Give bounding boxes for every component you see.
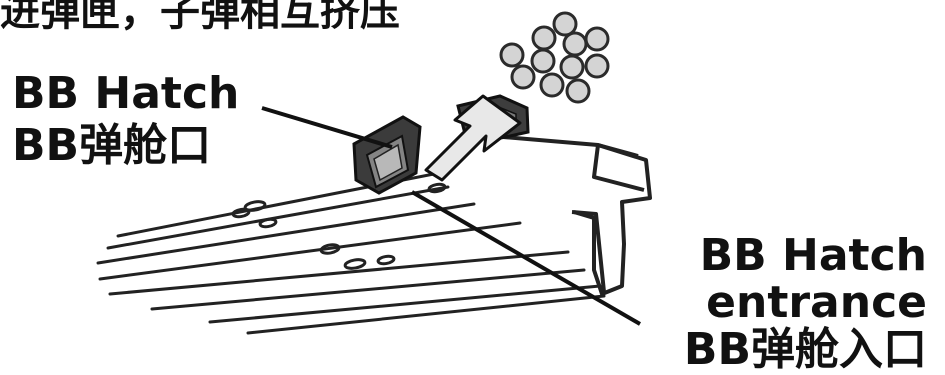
bb-icon: [565, 78, 591, 104]
bb-icon: [562, 31, 588, 57]
bb-icon: [499, 42, 525, 68]
bb-hatch-label-line1: BB Hatch: [12, 68, 240, 119]
bb-icon: [530, 48, 556, 74]
hatch-leader-line: [261, 106, 393, 149]
magazine-rails: [96, 170, 606, 335]
bb-cluster: [499, 11, 610, 104]
bb-hatch-entrance-label-line1: BB Hatch: [699, 230, 927, 281]
magazine-front-frame: [479, 133, 652, 296]
insert-arrow-icon: [424, 94, 522, 182]
entrance-leader-line: [410, 190, 642, 326]
bb-icon: [539, 72, 565, 98]
bb-icon: [552, 11, 578, 37]
bb-hatch-label-line2: BB弹舱口: [12, 120, 212, 171]
bb-icon: [559, 54, 585, 80]
bb-icon: [510, 64, 536, 90]
bb-icon: [584, 53, 610, 79]
bb-hatch-block: [352, 115, 422, 195]
bb-icon: [531, 25, 557, 51]
top-caption: 进弹匣，子弹相互挤压: [0, 0, 400, 35]
leader-lines: [261, 106, 642, 326]
bb-hatch-label: BB Hatch BB弹舱口: [12, 72, 239, 168]
bb-hatch-entrance-label-line2: entrance: [706, 277, 927, 328]
rail-details: [231, 182, 447, 270]
bb-hatch-entrance-label-line3: BB弹舱入口: [683, 324, 927, 375]
bb-hatch-entrance-label: BB Hatch entrance BB弹舱入口: [684, 234, 927, 372]
bb-icon: [584, 26, 610, 52]
